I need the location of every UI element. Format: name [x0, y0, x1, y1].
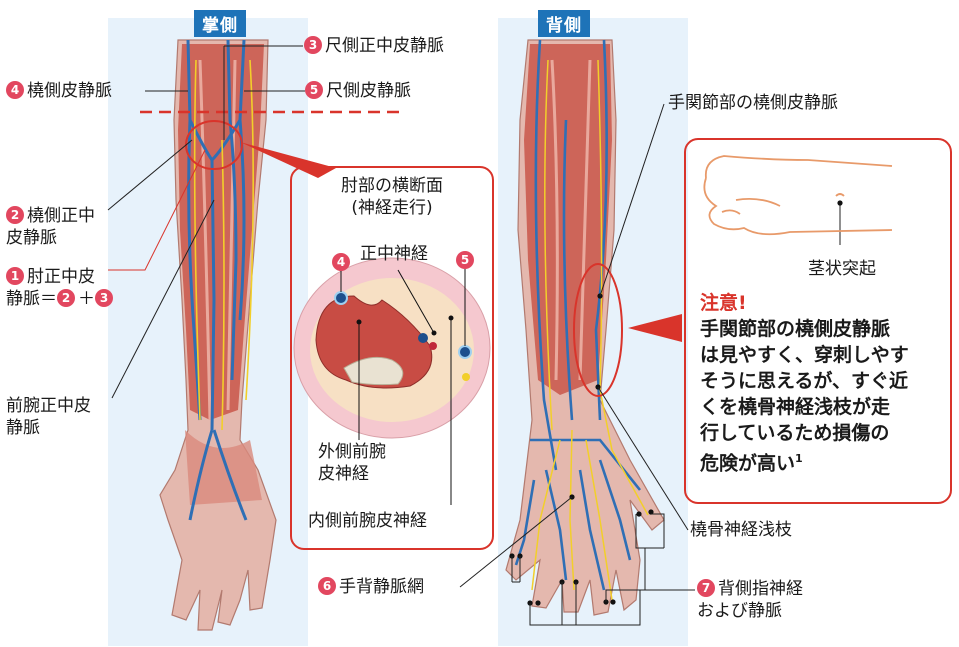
- cross-section-title: 肘部の横断面 (神経走行): [322, 175, 462, 219]
- label-wrist-radial-vein: 手関節部の橈側皮静脈: [668, 92, 838, 114]
- marker-6: 6: [318, 577, 336, 595]
- label-median-nerve: 正中神経: [360, 243, 428, 265]
- marker-3: 3: [304, 36, 322, 54]
- marker-4: 4: [6, 81, 24, 99]
- cross-section-marker-5: 5: [456, 250, 477, 272]
- marker-2b: 2: [57, 289, 75, 307]
- marker-2: 2: [6, 206, 24, 224]
- dorsal-view-label: 背側: [538, 10, 590, 37]
- label-superficial-radial-nerve: 橈骨神経浅枝: [690, 519, 792, 541]
- marker-3b: 3: [95, 289, 113, 307]
- marker-7: 7: [697, 579, 715, 597]
- marker-5: 5: [305, 81, 323, 99]
- label-medial-antebrachial-cutaneous-nerve: 内側前腕皮神経: [308, 510, 427, 532]
- note-title: 注意!: [700, 292, 747, 314]
- palmar-view-label: 掌側: [194, 10, 246, 37]
- cross-section-marker-4: 4: [332, 252, 353, 274]
- label-forearm-median-vein: 前腕正中皮 静脈: [6, 395, 91, 439]
- cross-section-box: [290, 166, 494, 550]
- marker-1: 1: [6, 267, 24, 285]
- note-text: 注意! 手関節部の橈側皮静脈 は見やすく、穿刺しやす そうに思えるが、すぐ近 く…: [700, 290, 909, 476]
- label-lateral-antebrachial-cutaneous-nerve: 外側前腕 皮神経: [318, 441, 386, 485]
- label-styloid-process: 茎状突起: [808, 258, 876, 280]
